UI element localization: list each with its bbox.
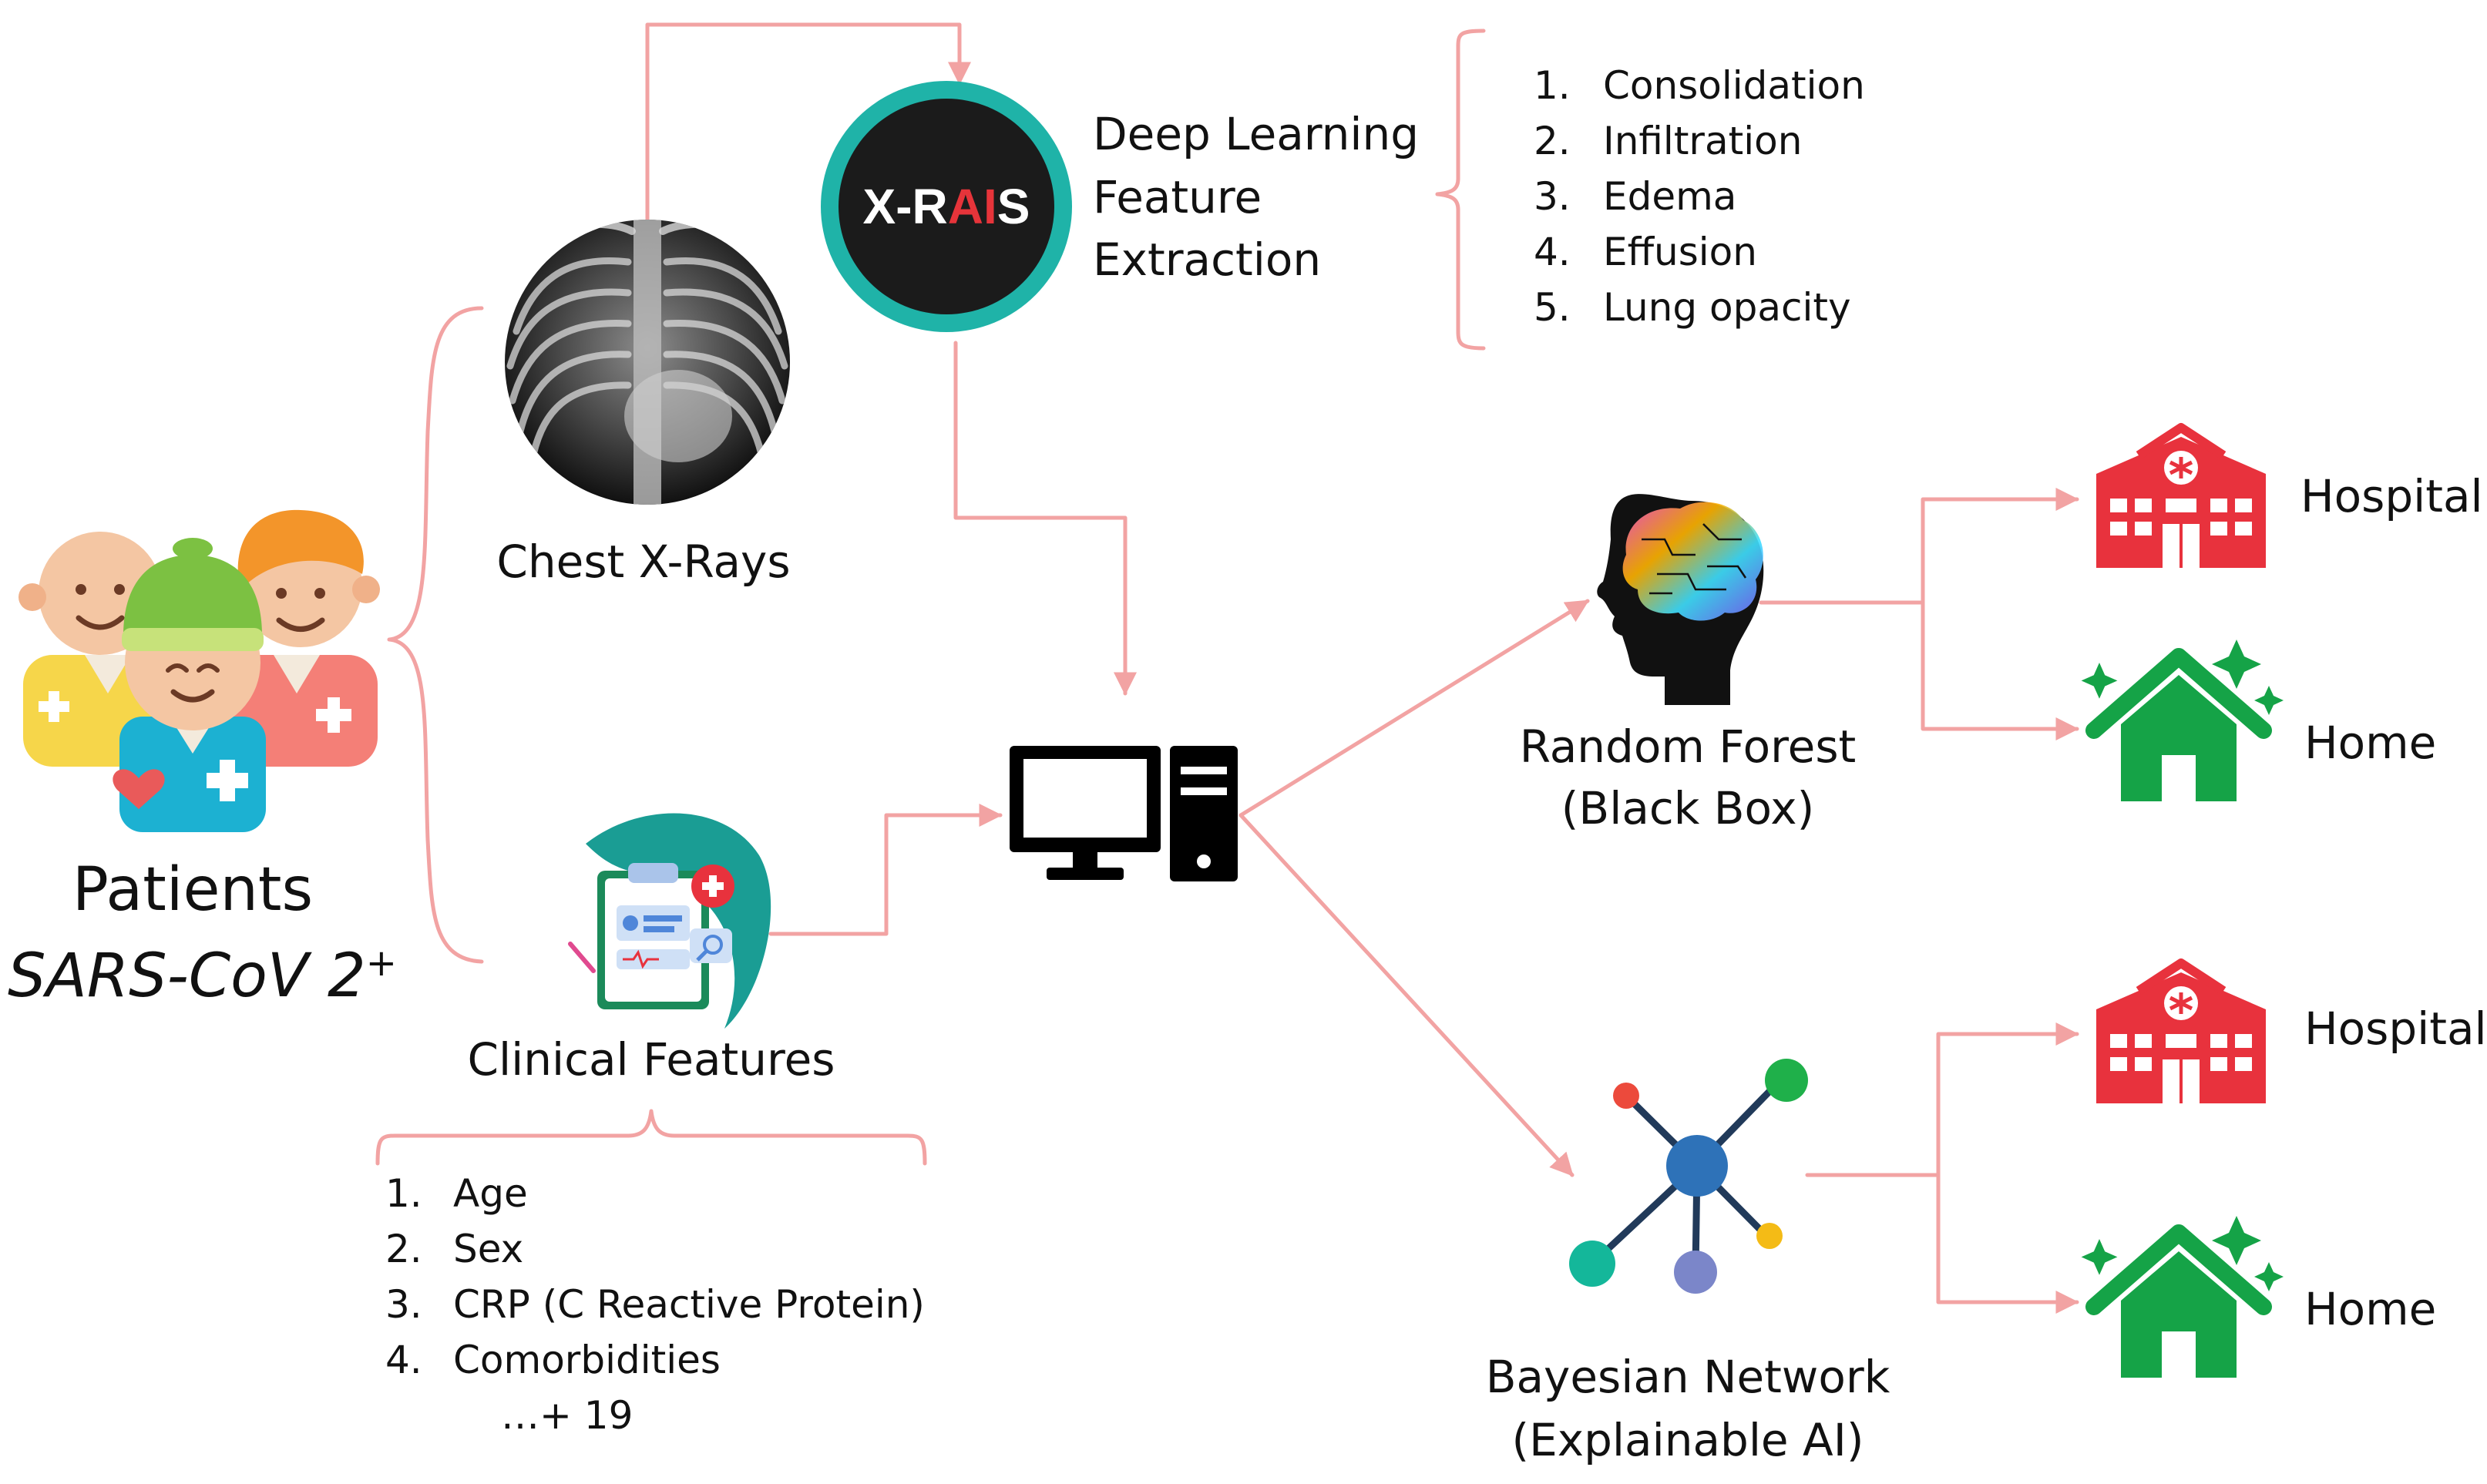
bn-to-hospital-line [1936, 1022, 2079, 1177]
image-features-list: 1.Consolidation 2.Infiltration 3.Edema 4… [1534, 63, 1865, 341]
list-item: 4.Comorbidities [385, 1338, 721, 1382]
chest-xray-label: Chest X-Rays [496, 536, 791, 588]
rf-hospital-label: Hospital [2300, 470, 2483, 522]
list-item: 3.CRP (C Reactive Protein) [385, 1282, 925, 1327]
list-item: 1.Consolidation [1534, 63, 1865, 108]
clinical-bracket [375, 1109, 927, 1166]
xrais-logo-part-c: S [997, 179, 1030, 234]
list-item: 2.Sex [385, 1227, 524, 1271]
bn-hospital-label: Hospital [2304, 1002, 2487, 1055]
random-forest-subtitle: (Black Box) [1561, 782, 1815, 834]
home-icon [2081, 1216, 2284, 1378]
rf-to-hospital-line [1921, 488, 2079, 605]
patients-group-icon [18, 509, 380, 832]
bn-home-label: Home [2304, 1283, 2437, 1335]
features-bracket [1435, 29, 1486, 351]
clinical-features-label: Clinical Features [467, 1033, 835, 1086]
computer-icon [1010, 746, 1238, 881]
xrais-logo-part-b: AI [948, 179, 997, 234]
computer-to-rf-line [1238, 599, 1590, 818]
computer-to-bn-line [1238, 813, 1575, 1177]
hospital-icon [2096, 423, 2266, 568]
xrais-step-line2: Feature [1093, 171, 1262, 223]
brain-head-icon [1597, 494, 1764, 705]
xrais-logo-part-a: X-R [863, 179, 948, 234]
clinical-features-list: 1.Age 2.Sex 3.CRP (C Reactive Protein) 4… [385, 1171, 925, 1393]
connectors [375, 22, 2079, 1314]
clinical-to-computer-line [768, 804, 1003, 936]
bn-to-home-line [1936, 1173, 2079, 1314]
xrais-logo: X-RAIS [821, 81, 1072, 332]
clipboard-icon [568, 813, 771, 1029]
hospital-icon [2096, 959, 2266, 1103]
random-forest-title: Random Forest [1519, 720, 1857, 773]
network-icon [1569, 1059, 1808, 1294]
list-item: 1.Age [385, 1171, 528, 1216]
svg-text:X-RAIS: X-RAIS [863, 179, 1030, 234]
patients-brace [387, 306, 484, 964]
patients-subtitle-text: SARS-CoV 2 [8, 942, 366, 1011]
chest-xray-image [505, 220, 790, 505]
list-item: 5.Lung opacity [1534, 285, 1851, 330]
rf-to-home-line [1921, 600, 2079, 740]
xrais-to-computer-line [953, 341, 1137, 696]
xrais-step-line3: Extraction [1093, 233, 1322, 286]
patients-title: Patients [72, 855, 314, 925]
xrais-step-line1: Deep Learning [1093, 108, 1420, 160]
home-icon [2081, 640, 2284, 801]
rf-home-label: Home [2304, 717, 2437, 769]
xray-to-xrais-line [645, 22, 971, 224]
patients-subtitle: SARS-CoV 2+ [8, 945, 397, 1006]
list-item: 3.Edema [1534, 174, 1737, 219]
patients-subtitle-sup: + [365, 942, 397, 985]
bayesian-network-title: Bayesian Network [1485, 1351, 1890, 1403]
list-item: 2.Infiltration [1534, 119, 1803, 163]
clinical-features-more: …+ 19 [501, 1393, 634, 1438]
list-item: 4.Effusion [1534, 230, 1757, 274]
bayesian-network-subtitle: (Explainable AI) [1511, 1414, 1864, 1466]
